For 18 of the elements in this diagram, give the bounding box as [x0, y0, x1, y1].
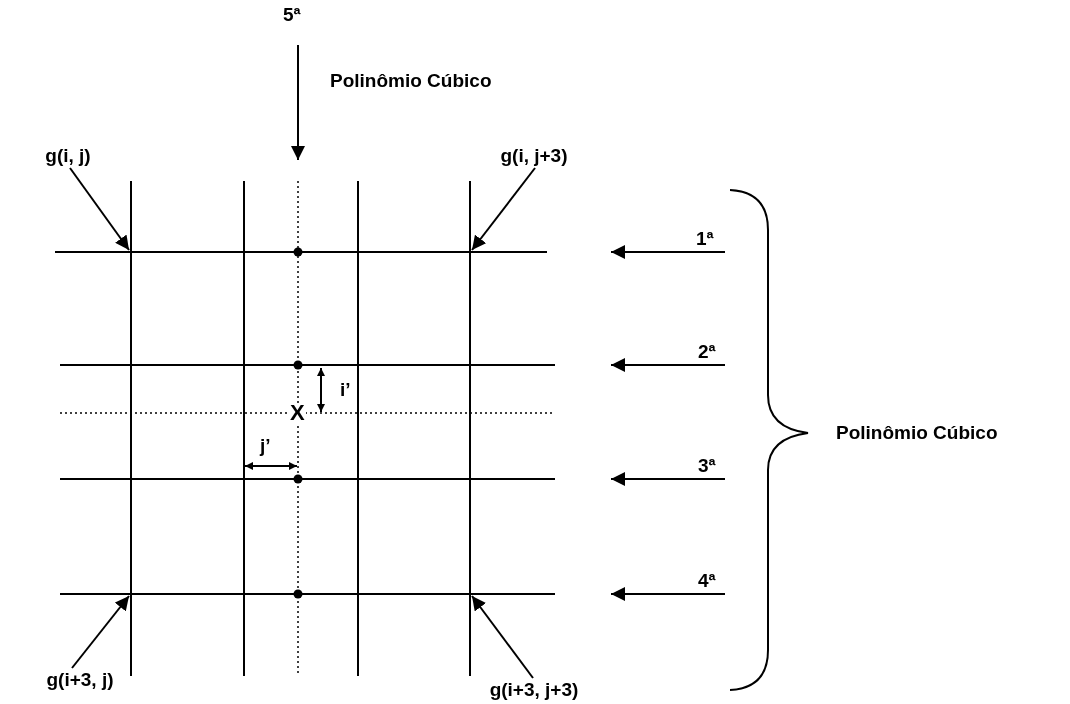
- grid-point-label: g(i, j+3): [483, 144, 585, 168]
- grid-point-label: g(i, j): [30, 144, 106, 168]
- leader-line: [69, 167, 130, 251]
- leader-line: [71, 595, 130, 669]
- ordinal-label: 2ª: [698, 341, 716, 363]
- leader-line: [471, 595, 534, 679]
- grid-point-label: g(i+3, j): [26, 668, 134, 692]
- ordinal-label: 3ª: [698, 455, 716, 477]
- grid-point-label: g(i+3, j+3): [468, 678, 600, 702]
- ordinal-label: 1ª: [696, 228, 714, 250]
- point-marker: X: [289, 403, 306, 423]
- leader-line: [471, 167, 536, 251]
- curve-label: Polinômio Cúbico: [330, 70, 492, 92]
- offset-label: j’: [260, 435, 271, 457]
- curve-label: Polinômio Cúbico: [836, 422, 998, 444]
- offset-label: i’: [340, 379, 351, 401]
- ordinal-label: 5ª: [283, 4, 301, 26]
- ordinal-label: 4ª: [698, 570, 716, 592]
